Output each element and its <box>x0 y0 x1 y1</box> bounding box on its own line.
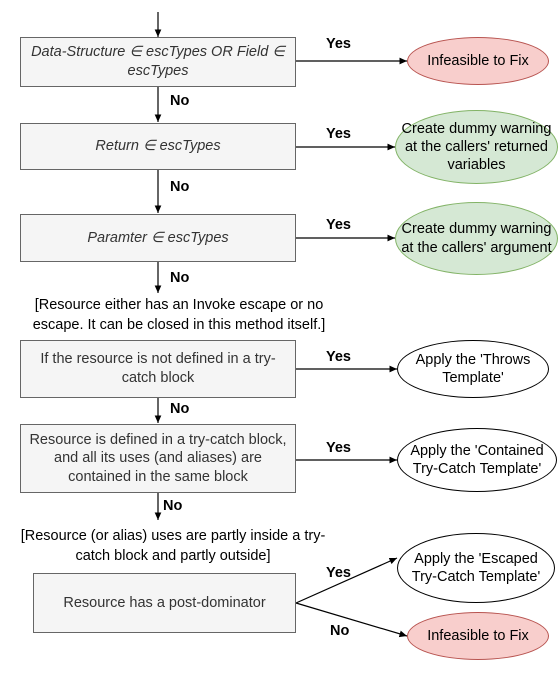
yes-label-1: Yes <box>326 36 351 52</box>
check-data-structure: Data-Structure ∈ escTypes OR Field ∈ esc… <box>20 37 296 87</box>
no-arrow-6 <box>295 602 408 638</box>
yes-label-6: Yes <box>326 565 351 581</box>
no-label-4: No <box>170 401 190 417</box>
yes-label-5: Yes <box>326 440 351 456</box>
outcome-infeasible-2: Infeasible to Fix <box>407 612 549 660</box>
outcome-escaped-template: Apply the 'Escaped Try-Catch Template' <box>397 533 555 603</box>
check-post-dominator: Resource has a post-dominator <box>33 573 296 633</box>
no-label-3: No <box>170 270 190 286</box>
outcome-dummy-returned: Create dummy warning at the callers' ret… <box>395 110 558 184</box>
check-not-defined: If the resource is not defined in a try-… <box>20 340 296 398</box>
note-invoke-escape: [Resource either has an Invoke escape or… <box>32 297 326 333</box>
note-partly-inside: [Resource (or alias) uses are partly ins… <box>20 528 326 564</box>
outcome-contained-template: Apply the 'Contained Try-Catch Template' <box>397 428 557 492</box>
outcome-dummy-argument: Create dummy warning at the callers' arg… <box>395 202 558 275</box>
no-label-5: No <box>163 498 183 514</box>
yes-arrow-6 <box>295 557 398 604</box>
outcome-infeasible-1: Infeasible to Fix <box>407 37 549 85</box>
yes-label-4: Yes <box>326 349 351 365</box>
yes-label-2: Yes <box>326 126 351 142</box>
check-paramter: Paramter ∈ escTypes <box>20 214 296 262</box>
yes-label-3: Yes <box>326 217 351 233</box>
check-contained: Resource is defined in a try-catch block… <box>20 424 296 493</box>
check-return: Return ∈ escTypes <box>20 123 296 170</box>
outcome-throws: Apply the 'Throws Template' <box>397 340 549 398</box>
no-label-1: No <box>170 93 190 109</box>
no-label-6: No <box>330 623 350 639</box>
no-label-2: No <box>170 179 190 195</box>
